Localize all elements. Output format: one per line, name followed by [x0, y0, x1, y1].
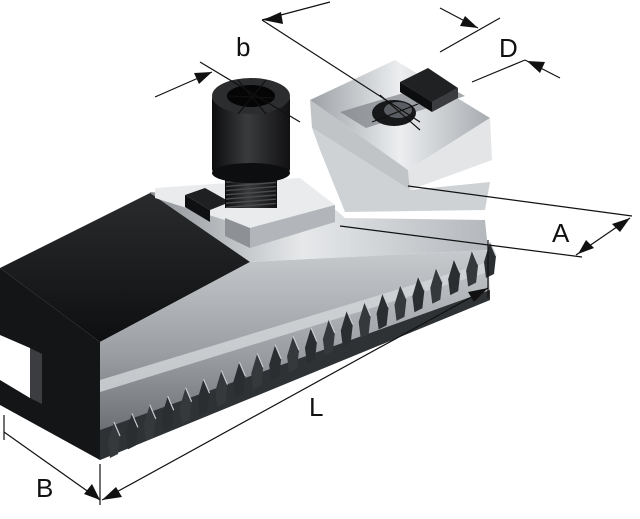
jaw-dark-front — [0, 268, 100, 460]
serration-tooth — [251, 353, 264, 390]
serration-tooth — [376, 293, 389, 330]
jaw-dark-top — [0, 193, 250, 342]
serration-tooth — [179, 387, 192, 424]
thread-line — [225, 181, 277, 188]
thread-line — [225, 198, 277, 204]
jaw-body — [0, 192, 490, 460]
dimension-label-D: D — [499, 33, 518, 63]
dimension-lines — [3, 1, 633, 505]
dimension-label-A: A — [552, 218, 570, 248]
serration-tooth — [394, 284, 407, 321]
jaw-side-band — [100, 262, 488, 392]
serration-tooth — [430, 267, 443, 304]
key-block — [185, 188, 230, 210]
jaw-t-slot — [0, 335, 30, 398]
thread-line — [225, 190, 277, 196]
serration-tooth-highlight — [453, 258, 461, 274]
serration-tooth-highlight — [364, 301, 372, 317]
serration-tooth — [125, 413, 138, 450]
serration-tooth-highlight — [435, 267, 443, 282]
serration-tooth-highlight — [238, 361, 246, 377]
serration-tooth-highlight — [167, 396, 175, 411]
serration-tooth — [197, 379, 210, 416]
serration-tooth-highlight — [489, 241, 497, 257]
serration-tooth — [143, 404, 156, 441]
serration-tooth-highlight — [328, 318, 336, 334]
thread-line — [225, 185, 277, 192]
serration-tooth-highlight — [202, 378, 211, 394]
serration-tooth-highlight — [149, 404, 157, 420]
serration-teeth — [108, 241, 497, 458]
serration-tooth — [287, 336, 300, 373]
jaw-t-slot-shade — [30, 348, 42, 404]
dimension-label-L: L — [309, 392, 323, 422]
serration-tooth-highlight — [310, 327, 318, 342]
serration-tooth — [233, 362, 246, 398]
serration-tooth — [108, 422, 120, 458]
serration-tooth-highlight — [113, 421, 121, 437]
t-nut-key — [400, 68, 458, 102]
serration-tooth-highlight — [346, 310, 354, 325]
serration-tooth-highlight — [292, 336, 300, 351]
serration-tooth-highlight — [274, 344, 282, 360]
serration-tooth — [161, 396, 174, 433]
serration-tooth — [466, 250, 479, 287]
serration-tooth — [269, 344, 282, 381]
serration-tooth-highlight — [256, 353, 264, 368]
serration-tooth-highlight — [471, 250, 479, 265]
serration-tooth — [412, 276, 425, 313]
dimension-label-B: B — [36, 473, 53, 503]
jaw-serration-base — [100, 290, 490, 460]
serration-tooth — [484, 242, 496, 278]
serration-tooth — [304, 327, 317, 364]
serration-tooth-highlight — [417, 276, 425, 291]
serration-tooth-highlight — [382, 293, 390, 308]
serration-tooth-highlight — [399, 284, 408, 300]
serration-tooth-highlight — [131, 413, 139, 428]
serration-tooth — [215, 370, 228, 407]
serration-tooth — [322, 319, 335, 356]
serration-tooth — [448, 259, 461, 296]
thread-line — [225, 202, 277, 209]
dimension-label-b: b — [236, 32, 250, 62]
serration-tooth-highlight — [185, 387, 193, 402]
t-nut-block — [310, 60, 492, 212]
serration-tooth — [358, 302, 371, 338]
serration-tooth — [340, 310, 353, 347]
thread-line — [225, 194, 277, 200]
serration-tooth-highlight — [220, 370, 228, 385]
